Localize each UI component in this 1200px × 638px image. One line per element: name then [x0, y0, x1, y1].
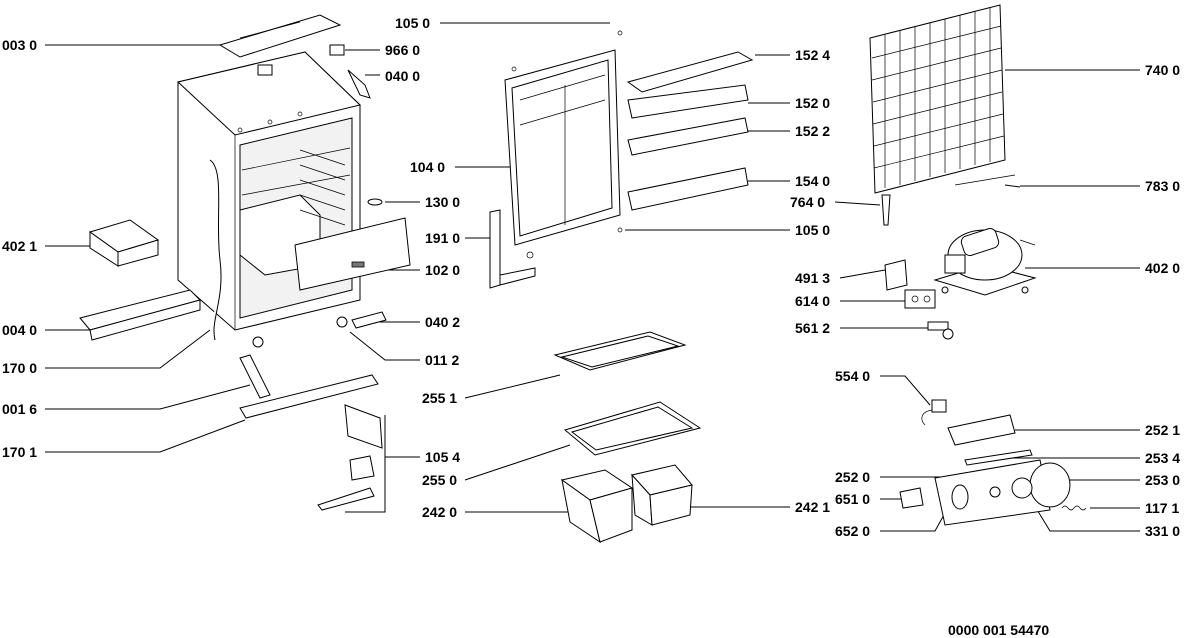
part-783-0 [1004, 184, 1021, 188]
label-001-6: 001 6 [2, 401, 38, 417]
condenser-740-0 [869, 4, 1016, 194]
shelves-and-containers [553, 331, 702, 544]
label-402-0: 402 0 [1145, 260, 1181, 276]
part-614-0 [904, 289, 936, 309]
label-554-0: 554 0 [835, 368, 871, 384]
label-651-0: 651 0 [835, 491, 871, 507]
label-117-1: 117 1 [1145, 500, 1180, 516]
label-105-0-door: 105 0 [795, 222, 831, 238]
part-130-0 [367, 198, 383, 206]
label-105-0-top: 105 0 [395, 15, 431, 31]
label-152-4: 152 4 [795, 47, 831, 63]
label-614-0: 614 0 [795, 293, 831, 309]
label-331-0: 331 0 [1145, 523, 1181, 539]
label-130-0: 130 0 [425, 194, 461, 210]
compressor-402-0 [933, 227, 1037, 296]
label-104-0: 104 0 [410, 159, 446, 175]
label-242-0: 242 0 [422, 504, 458, 520]
thermostat-housing [934, 459, 1071, 526]
label-253-4: 253 4 [1145, 450, 1181, 466]
label-253-0: 253 0 [1145, 472, 1181, 488]
label-242-1: 242 1 [795, 499, 831, 515]
part-253-4 [964, 449, 1033, 466]
label-152-2: 152 2 [795, 123, 831, 139]
part-011-2 [336, 316, 348, 328]
label-783-0: 783 0 [1145, 178, 1181, 194]
label-966-0: 966 0 [385, 42, 421, 58]
cabinet-assembly [176, 14, 411, 341]
label-154-0: 154 0 [795, 173, 831, 189]
part-252-1 [947, 414, 1016, 446]
label-491-3: 491 3 [795, 270, 831, 286]
part-561-2 [927, 321, 954, 340]
label-255-0: 255 0 [422, 472, 458, 488]
label-402-1: 402 1 [2, 238, 38, 254]
label-191-0: 191 0 [425, 230, 461, 246]
part-764-0 [881, 194, 891, 226]
part-004-0 [79, 289, 201, 341]
part-170-1 [239, 374, 379, 419]
part-491-3 [884, 259, 908, 291]
label-102-0: 102 0 [425, 262, 461, 278]
label-764-0: 764 0 [790, 194, 826, 210]
part-554-0 [921, 399, 947, 426]
label-011-2: 011 2 [425, 352, 460, 368]
part-651-0 [899, 487, 924, 509]
label-004-0: 004 0 [2, 322, 38, 338]
label-252-0: 252 0 [835, 469, 871, 485]
label-152-0: 152 0 [795, 95, 831, 111]
label-561-2: 561 2 [795, 320, 831, 336]
part-105-4 [317, 404, 383, 511]
part-040-2 [351, 311, 387, 329]
label-740-0: 740 0 [1145, 62, 1181, 78]
part-117-1 [1061, 505, 1087, 511]
label-003-0: 003 0 [2, 37, 38, 53]
label-170-0: 170 0 [2, 360, 38, 376]
part-001-6 [239, 354, 271, 399]
label-170-1: 170 1 [2, 444, 38, 460]
door-assembly [489, 30, 754, 289]
label-040-0: 040 0 [385, 68, 421, 84]
part-402-1 [88, 219, 160, 267]
label-255-1: 255 1 [422, 390, 458, 406]
label-652-0: 652 0 [835, 523, 871, 539]
label-252-1: 252 1 [1145, 422, 1181, 438]
document-number: 0000 001 54470 [948, 622, 1050, 638]
label-105-4: 105 4 [425, 449, 461, 465]
label-040-2: 040 2 [425, 314, 461, 330]
